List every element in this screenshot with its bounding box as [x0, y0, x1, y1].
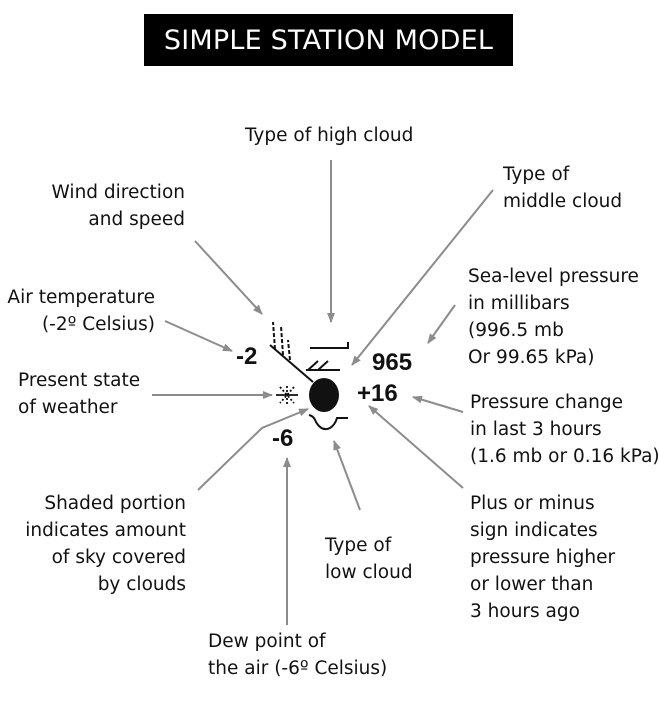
- station-symbols: [269, 321, 349, 431]
- wind-shaft-icon: [269, 344, 314, 383]
- arrow-plus-minus: [368, 405, 464, 489]
- pressure-value: 965: [372, 349, 413, 376]
- dew-point-value: -6: [272, 425, 294, 452]
- pressure-change-value: +16: [357, 380, 398, 407]
- arrow-pressure-change: [412, 395, 464, 413]
- label-pressure-change: Pressure change in last 3 hours (1.6 mb …: [470, 392, 659, 467]
- arrow-air-temp: [164, 320, 233, 352]
- label-air-temperature: Air temperature (-2º Celsius): [7, 287, 155, 335]
- label-sea-level-pressure: Sea-level pressure in millibars (996.5 m…: [468, 266, 639, 368]
- label-present-weather: Present state of weather: [18, 370, 141, 418]
- sky-cover-circle-icon: [309, 378, 339, 412]
- arrow-sky-cover: [197, 408, 309, 491]
- wind-barb-icon: [287, 339, 291, 361]
- label-dew-point: Dew point of the air (-6º Celsius): [208, 631, 388, 679]
- label-middle-cloud: Type of middle cloud: [503, 164, 623, 212]
- arrow-low-cloud: [333, 440, 361, 511]
- pointer-arrows: [152, 160, 494, 625]
- arrow-sea-level-pressure: [427, 304, 456, 344]
- label-plus-minus: Plus or minus sign indicates pressure hi…: [470, 493, 616, 622]
- label-high-cloud: Type of high cloud: [245, 125, 414, 146]
- low-cloud-symbol-icon: [308, 414, 348, 431]
- label-wind: Wind direction and speed: [51, 182, 185, 230]
- temperature-value: -2: [236, 343, 258, 370]
- diagram-title: SIMPLE STATION MODEL: [163, 24, 494, 56]
- title-banner: SIMPLE STATION MODEL: [144, 14, 513, 66]
- label-low-cloud: Type of low cloud: [325, 535, 413, 583]
- label-sky-cover: Shaded portion indicates amount of sky c…: [25, 493, 186, 595]
- arrow-wind: [194, 240, 263, 315]
- arrow-middle-cloud: [351, 189, 494, 366]
- middle-cloud-symbol-icon: [306, 360, 340, 371]
- high-cloud-symbol-icon: [310, 342, 349, 349]
- present-weather-snow-icon: [276, 386, 298, 404]
- wind-barb-icon: [280, 325, 284, 356]
- wind-barb-icon: [272, 321, 276, 350]
